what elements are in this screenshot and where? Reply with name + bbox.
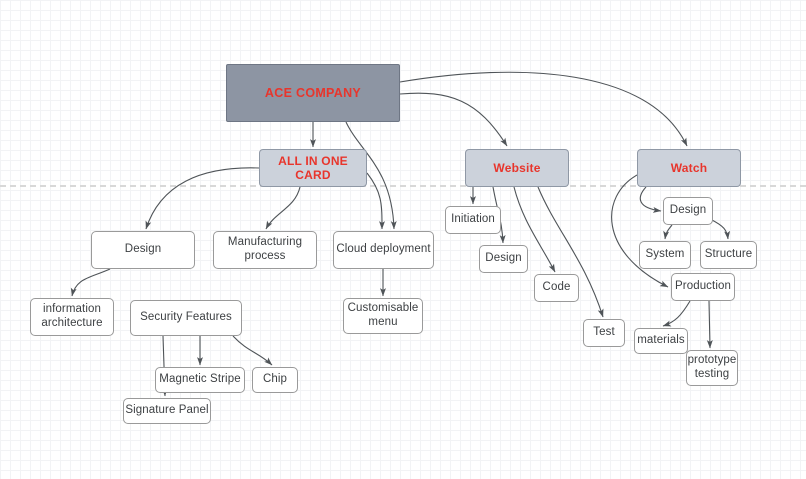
node-chip[interactable]: Chip [252,367,298,393]
node-watch[interactable]: Watch [637,149,741,187]
node-test[interactable]: Test [583,319,625,347]
node-website[interactable]: Website [465,149,569,187]
edge-ace-to-watch [399,71,688,147]
node-structure[interactable]: Structure [700,241,757,269]
edge-ace-to-website [399,92,508,147]
node-design2[interactable]: Design [479,245,528,273]
edge-card-to-design1 [145,167,260,230]
node-manufacturing[interactable]: Manufacturing process [213,231,317,269]
node-cloud[interactable]: Cloud deployment [333,231,434,269]
edge-watch-to-design3 [639,186,662,213]
node-security[interactable]: Security Features [130,300,242,336]
edge-design3-to-structure [709,218,731,240]
edge-watch-to-production [611,174,669,288]
node-infoarch[interactable]: information architecture [30,298,114,336]
edge-security-to-chip [232,335,273,366]
node-magnetic[interactable]: Magnetic Stripe [155,367,245,393]
edge-production-to-prototype [706,300,713,349]
node-design3[interactable]: Design [663,197,713,225]
node-design1[interactable]: Design [91,231,195,269]
node-initiation[interactable]: Initiation [445,206,501,234]
node-signature[interactable]: Signature Panel [123,398,211,424]
node-ace[interactable]: ACE COMPANY [226,64,400,122]
node-materials[interactable]: materials [634,328,688,354]
edge-design1-to-infoarch [70,268,111,297]
edge-production-to-materials [662,300,691,327]
edge-card-to-cloud [366,172,385,230]
node-system[interactable]: System [639,241,691,269]
node-code[interactable]: Code [534,274,579,302]
node-custmenu[interactable]: Customisable menu [343,298,423,334]
node-production[interactable]: Production [671,273,735,301]
node-card[interactable]: ALL IN ONE CARD [259,149,367,187]
node-prototype[interactable]: prototype testing [686,350,738,386]
horizontal-guide-line [0,185,806,187]
edge-card-to-manufacturing [265,186,301,230]
edge-design3-to-system [663,224,673,240]
